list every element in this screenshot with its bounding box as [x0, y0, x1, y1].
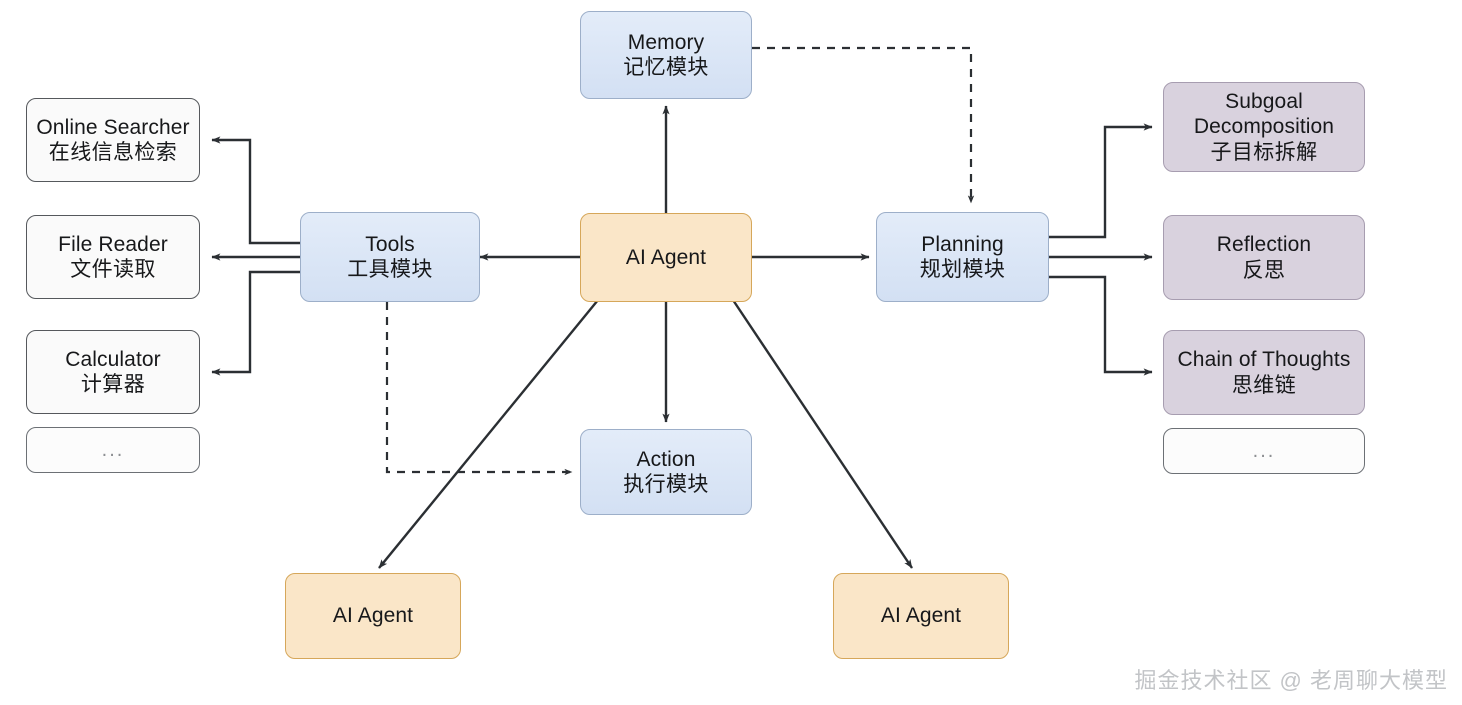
subgoal-decomposition-label-zh: 子目标拆解	[1210, 140, 1318, 164]
calculator-label-en: Calculator	[65, 347, 161, 371]
edge-agent-to-child-right	[732, 299, 913, 569]
node-ai-agent-center[interactable]: AI Agent	[580, 213, 752, 302]
reflection-label-zh: 反思	[1242, 258, 1286, 282]
edge-agent-to-child-left	[378, 299, 599, 569]
ai-agent-child-left-label: AI Agent	[332, 604, 414, 628]
memory-label-en: Memory	[627, 30, 705, 54]
node-online-searcher[interactable]: Online Searcher 在线信息检索	[26, 98, 200, 182]
node-chain-of-thoughts[interactable]: Chain of Thoughts 思维链	[1163, 330, 1365, 415]
tools-more-label: ...	[101, 439, 125, 461]
planning-label-zh: 规划模块	[919, 258, 1006, 281]
node-tools-more[interactable]: ...	[26, 427, 200, 473]
node-memory[interactable]: Memory 记忆模块	[580, 11, 752, 99]
node-subgoal-decomposition[interactable]: Subgoal Decomposition 子目标拆解	[1163, 82, 1365, 172]
watermark: 掘金技术社区 @ 老周聊大模型	[1134, 668, 1448, 693]
ai-agent-child-right-label: AI Agent	[880, 604, 962, 628]
planning-label-en: Planning	[921, 232, 1004, 256]
file-reader-label-zh: 文件读取	[70, 258, 156, 281]
chain-of-thoughts-label-en: Chain of Thoughts	[1177, 348, 1351, 372]
calculator-label-zh: 计算器	[80, 373, 146, 396]
edge-memory-to-planning-dashed	[752, 46, 975, 204]
node-planning-more[interactable]: ...	[1163, 428, 1365, 474]
reflection-label-en: Reflection	[1216, 233, 1312, 257]
ai-agent-center-label: AI Agent	[625, 245, 707, 269]
action-label-en: Action	[636, 447, 696, 471]
planning-more-label: ...	[1252, 440, 1276, 462]
tools-label-zh: 工具模块	[347, 258, 433, 281]
subgoal-decomposition-label-en-1: Subgoal	[1225, 90, 1303, 114]
node-reflection[interactable]: Reflection 反思	[1163, 215, 1365, 300]
online-searcher-label-en: Online Searcher	[36, 115, 190, 139]
online-searcher-label-zh: 在线信息检索	[48, 141, 178, 164]
action-label-zh: 执行模块	[623, 473, 709, 496]
edge-planning-to-chain-of-thoughts	[1049, 275, 1153, 376]
node-file-reader[interactable]: File Reader 文件读取	[26, 215, 200, 299]
tools-label-en: Tools	[365, 232, 415, 256]
node-ai-agent-child-left[interactable]: AI Agent	[285, 573, 461, 659]
memory-label-zh: 记忆模块	[623, 56, 709, 79]
chain-of-thoughts-label-zh: 思维链	[1231, 373, 1297, 397]
edge-tools-to-calculator	[211, 270, 300, 376]
subgoal-decomposition-label-en-2: Decomposition	[1193, 115, 1335, 139]
node-ai-agent-child-right[interactable]: AI Agent	[833, 573, 1009, 659]
node-planning[interactable]: Planning 规划模块	[876, 212, 1049, 302]
file-reader-label-en: File Reader	[58, 232, 168, 256]
edge-tools-to-online-searcher	[211, 136, 300, 245]
edge-planning-to-subgoal	[1049, 123, 1153, 239]
edge-tools-to-action-dashed	[385, 302, 573, 476]
node-tools[interactable]: Tools 工具模块	[300, 212, 480, 302]
node-calculator[interactable]: Calculator 计算器	[26, 330, 200, 414]
node-action[interactable]: Action 执行模块	[580, 429, 752, 515]
